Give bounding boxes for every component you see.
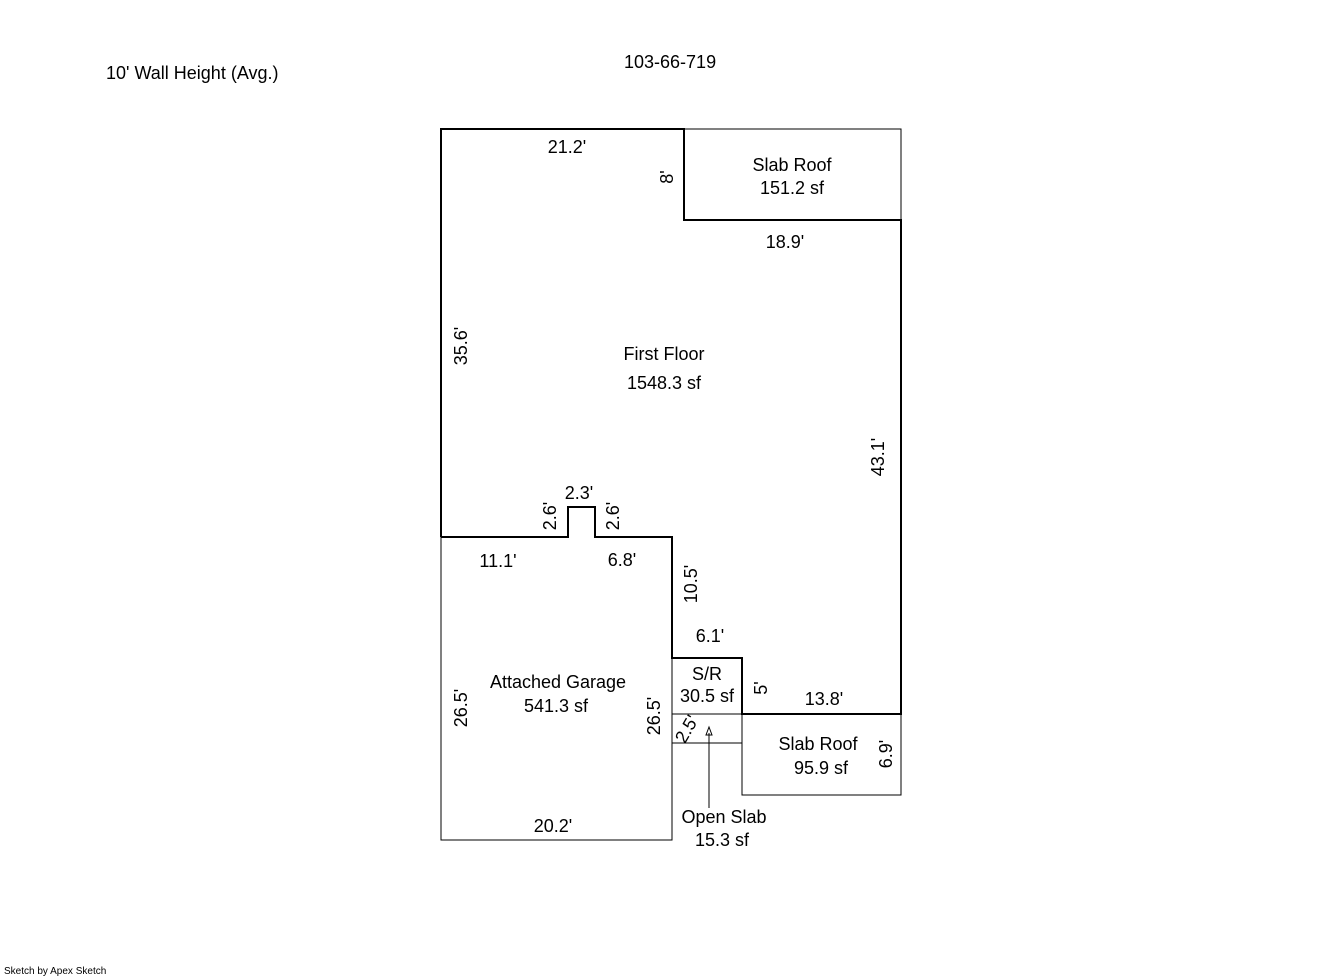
dim-garage-right: 26.5' bbox=[644, 697, 664, 735]
slab-roof-top-area: 151.2 sf bbox=[760, 178, 825, 198]
dim-left-height: 35.6' bbox=[451, 327, 471, 365]
sketch-credit: Sketch by Apex Sketch bbox=[4, 966, 107, 977]
open-slab-area: 15.3 sf bbox=[695, 830, 750, 850]
dim-bump-left: 2.6' bbox=[540, 502, 560, 530]
slab-roof-top-label: Slab Roof bbox=[752, 155, 832, 175]
dim-garage-left: 26.5' bbox=[451, 689, 471, 727]
dim-slab-roof-width: 18.9' bbox=[766, 232, 804, 252]
dim-step-down: 10.5' bbox=[681, 565, 701, 603]
slab-roof-bottom-area: 95.9 sf bbox=[794, 758, 849, 778]
slab-roof-bottom-label: Slab Roof bbox=[778, 734, 858, 754]
garage-label: Attached Garage bbox=[490, 672, 626, 692]
dim-slab-roof-bottom-height: 6.9' bbox=[876, 740, 896, 768]
dim-garage-top-right: 6.8' bbox=[608, 550, 636, 570]
dim-bump-right: 2.6' bbox=[603, 502, 623, 530]
garage-area: 541.3 sf bbox=[524, 696, 589, 716]
slab-roof-top-outline bbox=[684, 128, 902, 220]
dim-open-slab-depth: 2.5' bbox=[671, 712, 703, 747]
wall-height-note: 10' Wall Height (Avg.) bbox=[106, 63, 279, 83]
slab-roof-bottom-outline bbox=[741, 714, 902, 796]
dim-garage-top-left: 11.1' bbox=[479, 551, 516, 571]
dim-sr-height: 5' bbox=[751, 681, 771, 694]
dim-sr-width: 6.1' bbox=[696, 626, 724, 646]
dim-slab-roof-height: 8' bbox=[657, 170, 677, 183]
attached-garage-outline bbox=[440, 537, 673, 841]
parcel-id: 103-66-719 bbox=[624, 52, 717, 72]
first-floor-label: First Floor bbox=[624, 344, 705, 364]
sr-area: 30.5 sf bbox=[680, 686, 735, 706]
dim-garage-bottom: 20.2' bbox=[534, 816, 572, 836]
open-slab-label: Open Slab bbox=[681, 807, 766, 827]
dim-top-width: 21.2' bbox=[548, 137, 586, 157]
dim-bump-width: 2.3' bbox=[565, 483, 593, 503]
sr-label: S/R bbox=[692, 664, 722, 684]
first-floor-outline bbox=[440, 128, 902, 715]
dim-right-height: 43.1' bbox=[868, 438, 888, 476]
arrow-head-icon bbox=[705, 725, 713, 736]
dim-lower-width: 13.8' bbox=[805, 689, 843, 709]
first-floor-area: 1548.3 sf bbox=[627, 373, 702, 393]
